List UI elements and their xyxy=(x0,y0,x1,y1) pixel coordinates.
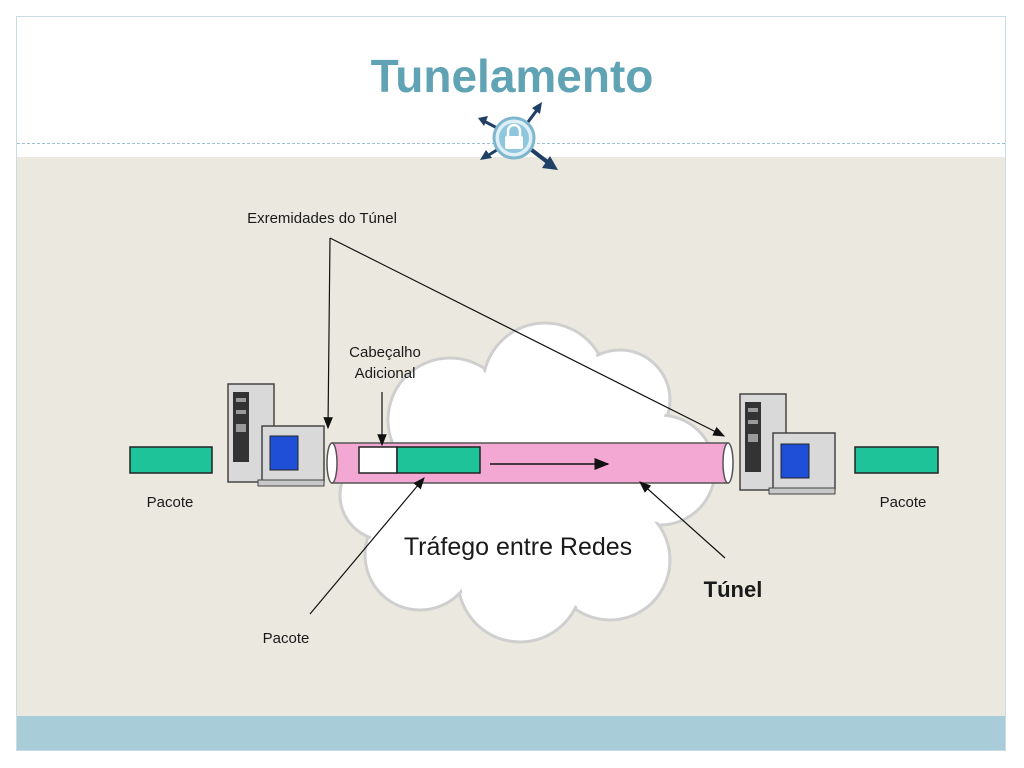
pointer-lines xyxy=(309,237,726,615)
label-traffic: Tráfego entre Redes xyxy=(404,533,632,561)
label-header-line1: Cabeçalho xyxy=(349,344,421,361)
tunnel-packet xyxy=(396,446,481,474)
header-block xyxy=(358,446,398,474)
pointer-tunnel-end-left xyxy=(323,237,333,430)
footer-band xyxy=(17,716,1005,750)
computer-right-icon xyxy=(739,393,836,495)
padlock-shackle-icon xyxy=(506,123,522,136)
computer-left-icon xyxy=(227,383,325,487)
label-tunnel-ends: Exremidades do Túnel xyxy=(247,210,397,227)
slide-title: Tunelamento xyxy=(370,50,654,102)
pointer-tunnel xyxy=(639,481,726,559)
label-tunnel: Túnel xyxy=(704,577,763,602)
label-packet-bottom: Pacote xyxy=(263,630,310,647)
packet-left xyxy=(129,446,213,474)
pointer-tunnel-end-right xyxy=(329,237,726,437)
packet-right xyxy=(854,446,939,474)
pointer-packet xyxy=(309,477,425,615)
lock-logo-icon xyxy=(478,102,558,170)
label-packet-right: Pacote xyxy=(880,494,927,511)
padlock-body-icon xyxy=(505,136,523,149)
label-packet-left: Pacote xyxy=(147,494,194,511)
label-header-line2: Adicional xyxy=(355,365,416,382)
